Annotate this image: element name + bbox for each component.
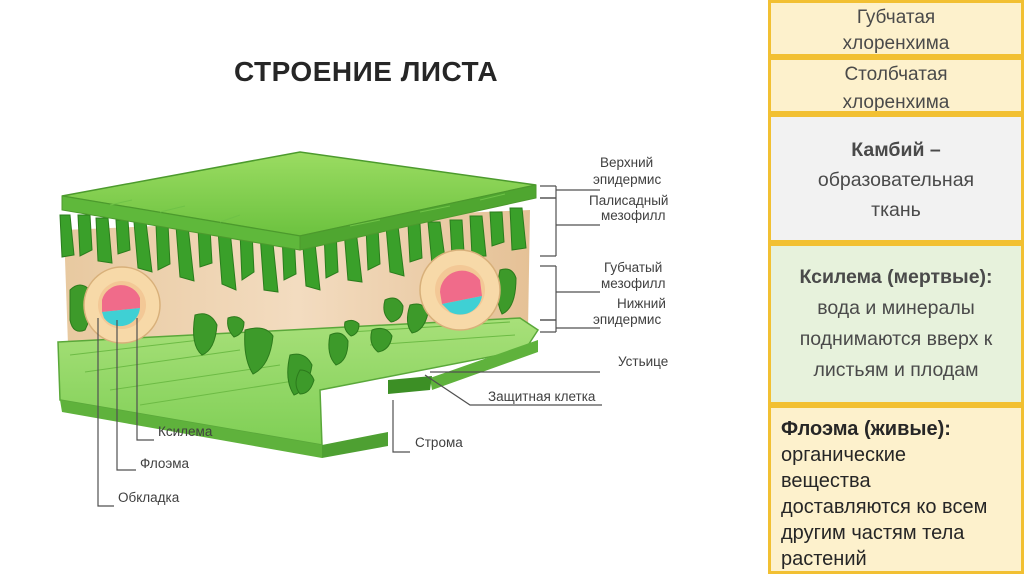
panel-phloem: Флоэма (живые): органические вещества до…	[768, 405, 1024, 574]
panel-spongy-line1: Губчатая	[771, 5, 1021, 31]
label-sheath: Обкладка	[118, 490, 180, 505]
panel-xylem-line3: листьям и плодам	[771, 355, 1021, 386]
label-spongy-1: Губчатый	[604, 260, 662, 275]
label-lower-epidermis-1: Нижний	[617, 296, 666, 311]
panel-columnar-line1: Столбчатая	[771, 61, 1021, 89]
panel-cambium: Камбий – образовательная ткань	[768, 114, 1024, 243]
panel-xylem-head: Ксилема (мертвые):	[771, 262, 1021, 293]
panel-phloem-line4: другим частям тела	[781, 520, 1015, 546]
panel-cambium-head: Камбий –	[771, 135, 1021, 165]
label-upper-epidermis-1: Верхний	[600, 155, 653, 170]
vascular-bundle-left	[84, 267, 160, 343]
panel-phloem-line1: органические	[781, 442, 1015, 468]
panel-cambium-line1: образовательная	[771, 165, 1021, 195]
label-palisade-2: мезофилл	[601, 208, 665, 223]
panel-xylem: Ксилема (мертвые): вода и минералы подни…	[768, 243, 1024, 405]
leaf-structure-diagram: Верхний эпидермис Палисадный мезофилл Гу…	[0, 0, 768, 574]
panel-columnar-line2: хлоренхима	[771, 89, 1021, 114]
panel-phloem-line2: вещества	[781, 468, 1015, 494]
panel-xylem-line1: вода и минералы	[771, 293, 1021, 324]
label-upper-epidermis-2: эпидермис	[593, 172, 661, 187]
panel-cambium-line2: ткань	[771, 195, 1021, 225]
vascular-bundle-right	[420, 250, 500, 330]
label-xylem: Ксилема	[158, 424, 213, 439]
panel-phloem-line3: доставляются ко всем	[781, 494, 1015, 520]
label-palisade-1: Палисадный	[589, 193, 668, 208]
panel-phloem-head: Флоэма (живые):	[781, 416, 1015, 442]
label-stomata: Устьице	[618, 354, 668, 369]
label-stroma: Строма	[415, 435, 463, 450]
panel-spongy-line2: хлоренхима	[771, 31, 1021, 57]
panel-columnar-chlorenchyma: Столбчатая хлоренхима	[768, 57, 1024, 114]
label-spongy-2: мезофилл	[601, 276, 665, 291]
label-guard-cell: Защитная клетка	[488, 389, 596, 404]
panel-xylem-line2: поднимаются вверх к	[771, 324, 1021, 355]
panel-spongy-chlorenchyma: Губчатая хлоренхима	[768, 0, 1024, 57]
panel-phloem-line5: растений	[781, 546, 1015, 572]
label-lower-epidermis-2: эпидермис	[593, 312, 661, 327]
label-phloem: Флоэма	[140, 456, 190, 471]
